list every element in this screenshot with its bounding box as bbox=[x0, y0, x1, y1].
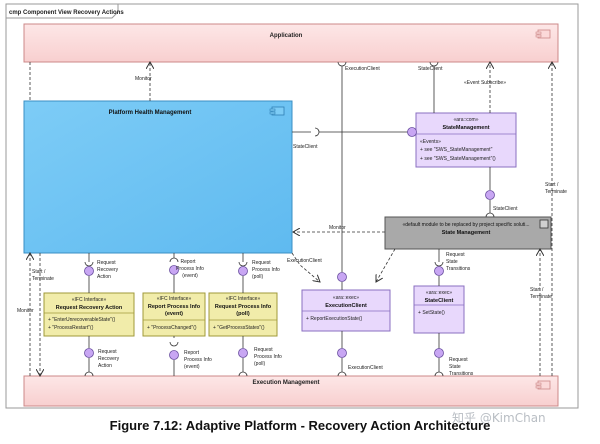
label-event-subscribe: «Event Subscribe» bbox=[464, 80, 506, 86]
phm-label: Platform Health Management bbox=[109, 110, 192, 116]
iface-request-recovery-op2: + "ProcessRestart"() bbox=[48, 325, 94, 331]
connectors bbox=[30, 62, 552, 376]
state-client-stereotype: «ara::exec» bbox=[426, 290, 452, 296]
label-exec-client-top: ExecutionClient bbox=[345, 66, 380, 72]
execution-client-stereotype: «ara::exec» bbox=[333, 295, 359, 301]
label-state-client-mid: StateClient bbox=[293, 144, 318, 150]
execution-client-name: ExecutionClient bbox=[325, 303, 367, 309]
iface-report-name-2: (event) bbox=[165, 311, 183, 317]
state-management-stereotype: «ara::com» bbox=[453, 117, 478, 123]
label-state-client-top: StateClient bbox=[418, 66, 443, 72]
label-monitor-mid: Monitor bbox=[329, 225, 346, 231]
label-monitor-left: Monitor bbox=[17, 308, 34, 314]
frame-title: cmp Component View Recovery Actions bbox=[9, 10, 124, 16]
execution-management-label: Execution Management bbox=[252, 380, 319, 386]
application-component[interactable]: Application bbox=[23, 23, 559, 63]
state-management-default-note: «default module to be replaced by projec… bbox=[402, 222, 529, 228]
iface-request-process-info[interactable]: «IFC Interface» Request Process Info (po… bbox=[208, 292, 278, 337]
iface-request-info-op1: + "GetProcessStates"() bbox=[213, 325, 265, 331]
iface-report-process-info[interactable]: «IFC Interface» Report Process Info (eve… bbox=[142, 292, 206, 337]
execution-management-component[interactable]: Execution Management bbox=[23, 375, 559, 407]
iface-request-recovery-stereotype: «IFC Interface» bbox=[72, 297, 107, 303]
label-monitor-top: Monitor bbox=[135, 76, 152, 82]
iface-report-stereotype: «IFC Interface» bbox=[157, 296, 192, 302]
state-management-events: «Events» bbox=[420, 139, 441, 145]
watermark: 知乎 @KimChan bbox=[452, 411, 546, 425]
label-start-terminate-right-low: Start /Terminate bbox=[530, 287, 552, 300]
connector-labels: Monitor ExecutionClient StateClient «Eve… bbox=[17, 66, 567, 377]
frame-title-tab bbox=[5, 3, 119, 19]
iface-request-info-name-2: (poll) bbox=[236, 311, 250, 317]
state-management-item-1: + see "SWS_StateManagement" bbox=[420, 147, 493, 153]
execution-client-op1: + ReportExecutionState() bbox=[306, 316, 363, 322]
execution-client-component[interactable]: «ara::exec» ExecutionClient + ReportExec… bbox=[301, 289, 391, 332]
state-management-default-component[interactable]: «default module to be replaced by projec… bbox=[384, 216, 552, 250]
state-management-default-name: State Management bbox=[442, 230, 491, 236]
state-management-name: StateManagement bbox=[442, 125, 489, 131]
figure-caption: Figure 7.12: Adaptive Platform - Recover… bbox=[109, 418, 491, 433]
state-client-name: StateClient bbox=[425, 298, 454, 304]
iface-request-recovery-op1: + "EnterUnrecoverableState"() bbox=[48, 317, 116, 323]
label-start-terminate-left: Start /Terminate bbox=[32, 269, 54, 282]
label-start-terminate-right-top: Start /Terminate bbox=[545, 182, 567, 195]
iface-report-op1: + "ProcessChanged"() bbox=[147, 325, 197, 331]
state-client-op1: + SetState() bbox=[418, 310, 445, 316]
iface-request-info-stereotype: «IFC Interface» bbox=[226, 296, 261, 302]
label-execution-client-mid: ExecutionClient bbox=[287, 258, 322, 264]
application-label: Application bbox=[270, 33, 303, 39]
state-client-component[interactable]: «ara::exec» StateClient + SetState() bbox=[413, 285, 465, 334]
iface-request-info-name-1: Request Process Info bbox=[215, 304, 272, 310]
state-management-component[interactable]: «ara::com» StateManagement «Events» + se… bbox=[415, 112, 517, 168]
iface-request-recovery-name: Request Recovery Action bbox=[56, 305, 123, 311]
label-state-client-lower: StateClient bbox=[493, 206, 518, 212]
label-exec-client-bottom: ExecutionClient bbox=[348, 365, 383, 371]
phm-component[interactable]: Platform Health Management bbox=[23, 100, 293, 254]
iface-report-name-1: Report Process Info bbox=[148, 304, 201, 310]
iface-request-recovery[interactable]: «IFC Interface» Request Recovery Action … bbox=[43, 292, 135, 337]
state-management-item-2: + see "SWS_StateManagement"() bbox=[420, 156, 496, 162]
